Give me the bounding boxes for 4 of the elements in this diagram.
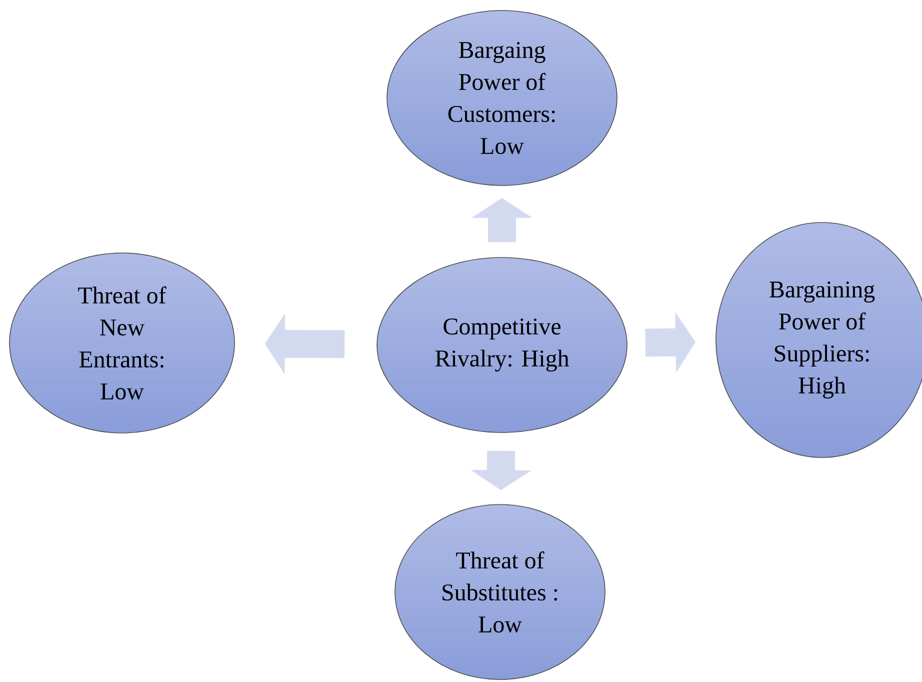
ellipse-node: Threat of New Entrants: Low <box>9 252 235 434</box>
ellipse-node: Threat of Substitutes : Low <box>394 504 606 680</box>
ellipse-node: Competitive Rivalry: High <box>376 257 628 433</box>
ellipse-node: Bargaing Power of Customers: Low <box>386 10 618 186</box>
